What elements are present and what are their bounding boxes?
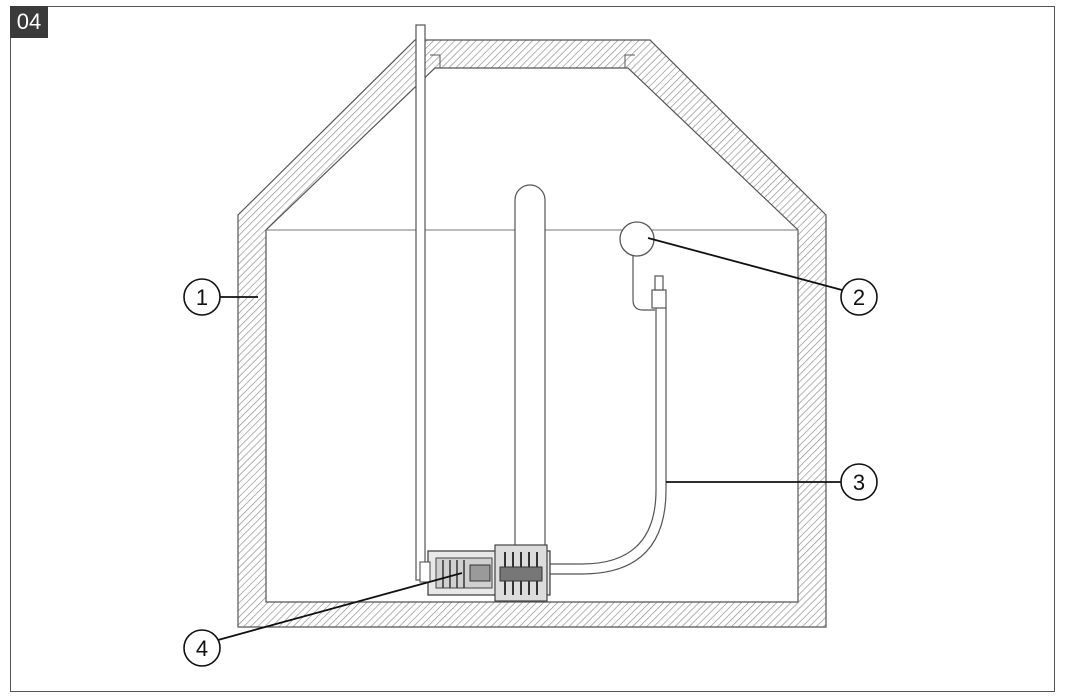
tank-top-notch-right (624, 54, 635, 68)
riser-pipe (415, 24, 426, 581)
hose-outer (545, 308, 667, 575)
pump (419, 544, 551, 602)
hose-end (654, 275, 664, 291)
hose-inner (545, 308, 657, 565)
figure-frame (10, 6, 1055, 692)
guide-column (514, 184, 546, 555)
figure-number-badge: 04 (10, 6, 48, 38)
callout-2-leader (647, 237, 843, 291)
tank-top-notch-left (430, 54, 441, 68)
callout-3: 3 (840, 463, 878, 501)
callout-2-label: 2 (853, 285, 865, 310)
callout-1-label: 1 (196, 285, 208, 310)
hose-connector (651, 289, 667, 309)
float-cable (632, 256, 655, 311)
callout-1: 1 (183, 278, 221, 316)
callout-4-label: 4 (196, 636, 208, 661)
callout-3-label: 3 (853, 470, 865, 495)
callout-4: 4 (183, 629, 221, 667)
callout-2: 2 (840, 278, 878, 316)
callout-4-leader (217, 572, 463, 641)
